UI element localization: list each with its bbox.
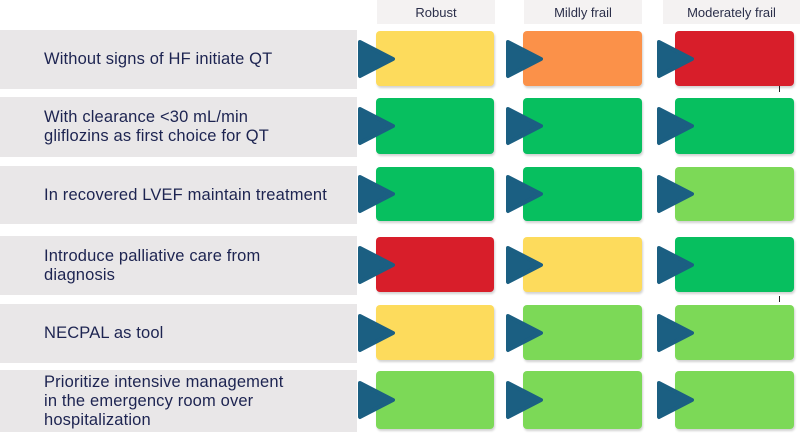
- row-label-text: With clearance <30 mL/min gliflozins as …: [44, 108, 270, 145]
- play-arrow-icon: [358, 107, 395, 145]
- play-arrow-icon: [358, 245, 395, 284]
- rating-cell-yellow: [376, 31, 494, 86]
- play-arrow-icon: [657, 175, 694, 213]
- rating-cell-green: [376, 167, 494, 221]
- rating-cell-light-green: [376, 371, 494, 429]
- play-arrow-icon: [506, 381, 543, 419]
- column-header-mildly-frail: Mildly frail: [524, 0, 642, 24]
- column-header-moderately-frail: Moderately frail: [663, 0, 800, 24]
- rating-cell-light-green: [675, 371, 794, 429]
- play-arrow-icon: [657, 313, 694, 352]
- row-label-text: Introduce palliative care from diagnosis: [44, 246, 261, 284]
- row-label-text: Prioritize intensive management in the e…: [44, 372, 284, 429]
- play-arrow-icon: [506, 313, 543, 352]
- play-arrow-icon: [358, 175, 395, 213]
- row-label-text: Without signs of HF initiate QT: [44, 50, 273, 68]
- row-label: Prioritize intensive management in the e…: [0, 370, 357, 432]
- rating-cell-green: [675, 98, 794, 154]
- rating-cell-red: [675, 31, 794, 86]
- play-arrow-icon: [506, 107, 543, 145]
- row-label: With clearance <30 mL/min gliflozins as …: [0, 97, 357, 157]
- play-arrow-icon: [657, 381, 694, 419]
- rating-cell-light-green: [675, 305, 794, 360]
- play-arrow-icon: [358, 381, 395, 419]
- row-label: Without signs of HF initiate QT: [0, 30, 357, 89]
- rating-cell-green: [675, 237, 794, 292]
- play-arrow-icon: [358, 313, 395, 352]
- edge-tick: [779, 296, 780, 302]
- row-label: Introduce palliative care from diagnosis: [0, 236, 357, 295]
- play-arrow-icon: [358, 39, 395, 78]
- play-arrow-icon: [506, 245, 543, 284]
- row-label: In recovered LVEF maintain treatment: [0, 166, 357, 224]
- edge-tick: [779, 86, 780, 92]
- row-label: NECPAL as tool: [0, 304, 357, 363]
- rating-cell-green: [376, 98, 494, 154]
- play-arrow-icon: [506, 175, 543, 213]
- play-arrow-icon: [657, 245, 694, 284]
- row-label-text: NECPAL as tool: [44, 324, 164, 342]
- play-arrow-icon: [506, 39, 543, 78]
- rating-cell-light-green: [675, 167, 794, 221]
- rating-cell-yellow: [376, 305, 494, 360]
- play-arrow-icon: [657, 107, 694, 145]
- row-label-text: In recovered LVEF maintain treatment: [44, 185, 327, 204]
- rating-cell-red: [376, 237, 494, 292]
- column-header-robust: Robust: [377, 0, 495, 24]
- play-arrow-icon: [657, 39, 694, 78]
